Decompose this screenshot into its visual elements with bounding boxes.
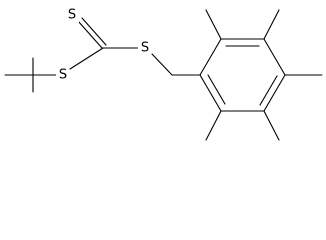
molecule-diagram: S S S (4, 6, 323, 141)
methyl-bottom-left (205, 110, 222, 141)
bond-s-left-central-c (69, 47, 104, 70)
s-thione-label: S (68, 8, 76, 23)
s-thione-atom: S (65, 6, 79, 24)
bond-thione-a (77, 20, 103, 49)
ring-bond-1 (199, 38, 222, 76)
bond-s-right-ch2 (151, 53, 173, 76)
ring-bond-6 (199, 74, 222, 112)
bond-thione-b (81, 17, 107, 46)
ring-methyl-groups (205, 9, 323, 141)
s-left-label: S (59, 68, 67, 83)
ring-inner-double-right (259, 75, 278, 106)
benzene-ring (199, 38, 286, 112)
tert-butyl-group (4, 57, 58, 93)
s-right-atom: S (138, 39, 152, 57)
s-left-atom: S (56, 66, 70, 84)
methyl-top-right (263, 9, 280, 40)
ring-bond-4 (263, 74, 286, 112)
ring-inner-double-left (207, 74, 226, 105)
thione-double-bond (77, 17, 107, 49)
s-right-label: S (141, 41, 149, 56)
methyl-bottom-right (263, 110, 280, 141)
methyl-top-left (205, 9, 222, 40)
ring-bond-3 (263, 38, 286, 76)
